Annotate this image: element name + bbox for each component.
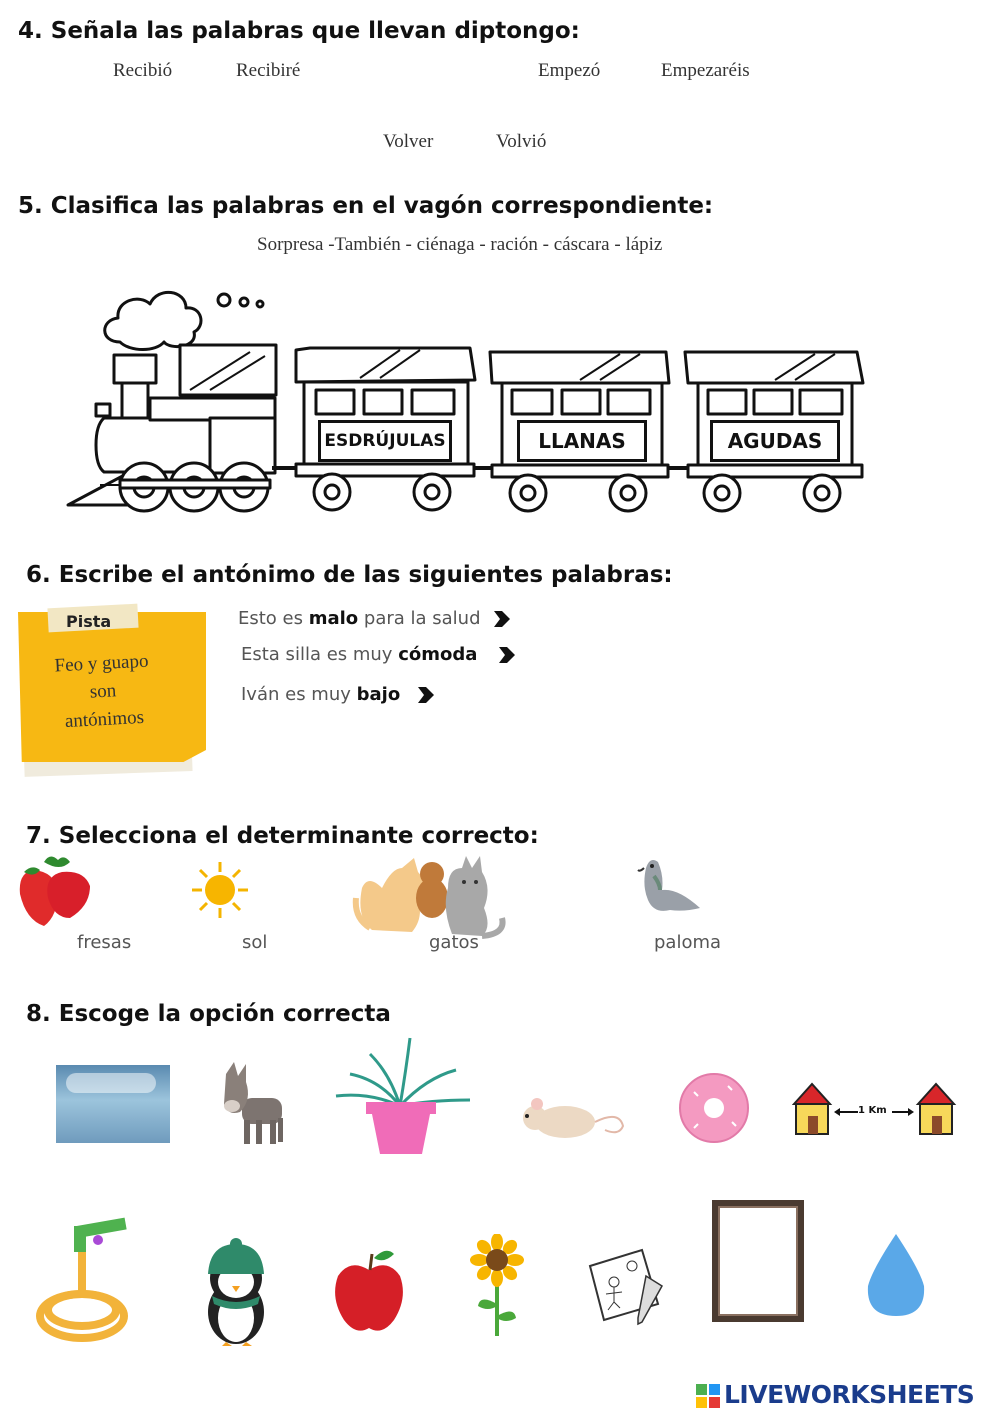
determiner-item[interactable]: sol [242,932,268,953]
section-4-title: 4. Señala las palabras que llevan dipton… [18,18,580,44]
word-option[interactable]: Volver [383,131,434,152]
cloud-shape [66,1073,156,1093]
sentence-text: Esto es [238,608,309,629]
wagon-label-agudas[interactable]: AGUDAS [710,420,840,462]
word-option[interactable]: Volvió [496,131,547,152]
wagon-label-llanas[interactable]: LLANAS [517,420,647,462]
note-text: Feo y guapo son antónimos [16,646,190,739]
section-5-title: 5. Clasifica las palabras en el vagón co… [18,193,714,219]
potted-plant-icon[interactable] [330,1034,472,1156]
train-illustration [66,290,865,513]
wagon-label-esdrujulas[interactable]: ESDRÚJULAS [318,420,452,462]
brand-text: LIVEWORKSHEETS [724,1380,975,1409]
pigeon-icon [637,860,700,911]
donkey-icon[interactable] [212,1060,288,1148]
arrow-right-icon [417,687,434,703]
donut-icon[interactable] [678,1072,750,1144]
picture-frame-icon[interactable] [712,1200,804,1322]
sky-image[interactable] [56,1065,170,1143]
note-paper [18,612,206,762]
antonym-sentence-3: Iván es muy bajo [241,684,436,705]
distance-label: 1 Km [858,1105,887,1116]
sentence-keyword: bajo [356,684,401,705]
hose-icon[interactable] [34,1212,134,1346]
word-list: Sorpresa -También - ciénaga - ración - c… [257,234,663,255]
distance-icon[interactable] [792,1080,958,1136]
determiner-item[interactable]: gatos [429,932,479,953]
determiner-item[interactable]: paloma [654,932,722,953]
word-option[interactable]: Recibió [113,60,173,81]
strawberries-icon [19,856,90,926]
antonym-sentence-2: Esta silla es muy cómoda [241,644,517,665]
sun-icon [192,862,248,918]
logo-grid-icon [696,1384,720,1408]
section-8-title: 8. Escoge la opción correcta [26,1001,391,1027]
word-option[interactable]: Recibiré [236,60,301,81]
water-drop-icon[interactable] [864,1232,928,1318]
antonym-sentence-1: Esto es malo para la salud [238,608,512,629]
sticky-note: Pista Feo y guapo son antónimos [16,603,218,782]
determiner-item[interactable]: fresas [77,932,132,953]
sunflower-icon[interactable] [470,1234,524,1338]
arrow-right-icon [499,647,516,663]
word-option[interactable]: Empezó [538,60,601,81]
section-6-title: 6. Escribe el antónimo de las siguientes… [26,562,673,588]
sentence-keyword: cómoda [398,644,478,665]
penguin-icon[interactable] [198,1238,274,1348]
liveworksheets-logo: LIVEWORKSHEETS [696,1380,996,1410]
sentence-keyword: malo [308,608,359,629]
section-7-title: 7. Selecciona el determinante correcto: [26,823,539,849]
mouse-icon[interactable] [515,1090,627,1146]
apple-icon[interactable] [330,1246,408,1336]
sentence-text: para la salud [358,608,481,629]
note-heading: Pista [66,612,112,631]
cats-icon [352,856,506,939]
word-option[interactable]: Empezaréis [661,60,750,81]
arrow-right-icon [494,611,511,627]
sentence-text: Esta silla es muy [241,644,399,665]
drawing-icon[interactable] [586,1246,666,1326]
sentence-text: Iván es muy [241,684,357,705]
